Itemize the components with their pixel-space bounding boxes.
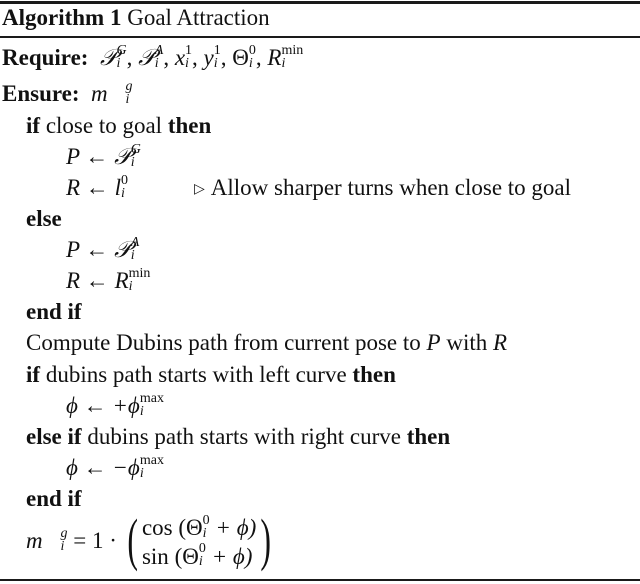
compute-dubins-line: Compute Dubins path from current pose to… [26,330,508,355]
comment: ▷Allow sharper turns when close to goal [194,175,572,200]
else-line: else [26,206,62,231]
end-if-line-2: end if [26,486,82,511]
algorithm-caption: Algorithm 1 Goal Attraction [2,5,270,31]
comment-triangle-icon: ▷ [194,181,205,197]
require-keyword: Require: [2,45,89,70]
end-if-line-1: end if [26,299,82,324]
bottom-rule [0,579,640,581]
caption-rule [0,36,640,38]
algorithm-title: Goal Attraction [127,5,270,30]
if-left-curve-line: if dubins path starts with left curve th… [26,362,396,387]
algorithm-label: Algorithm 1 [2,5,122,30]
ensure-keyword: Ensure: [2,81,80,106]
if-close-line: if close to goal then [26,113,212,138]
top-rule [0,1,640,4]
else-if-right-curve-line: else if dubins path starts with right cu… [26,424,451,449]
